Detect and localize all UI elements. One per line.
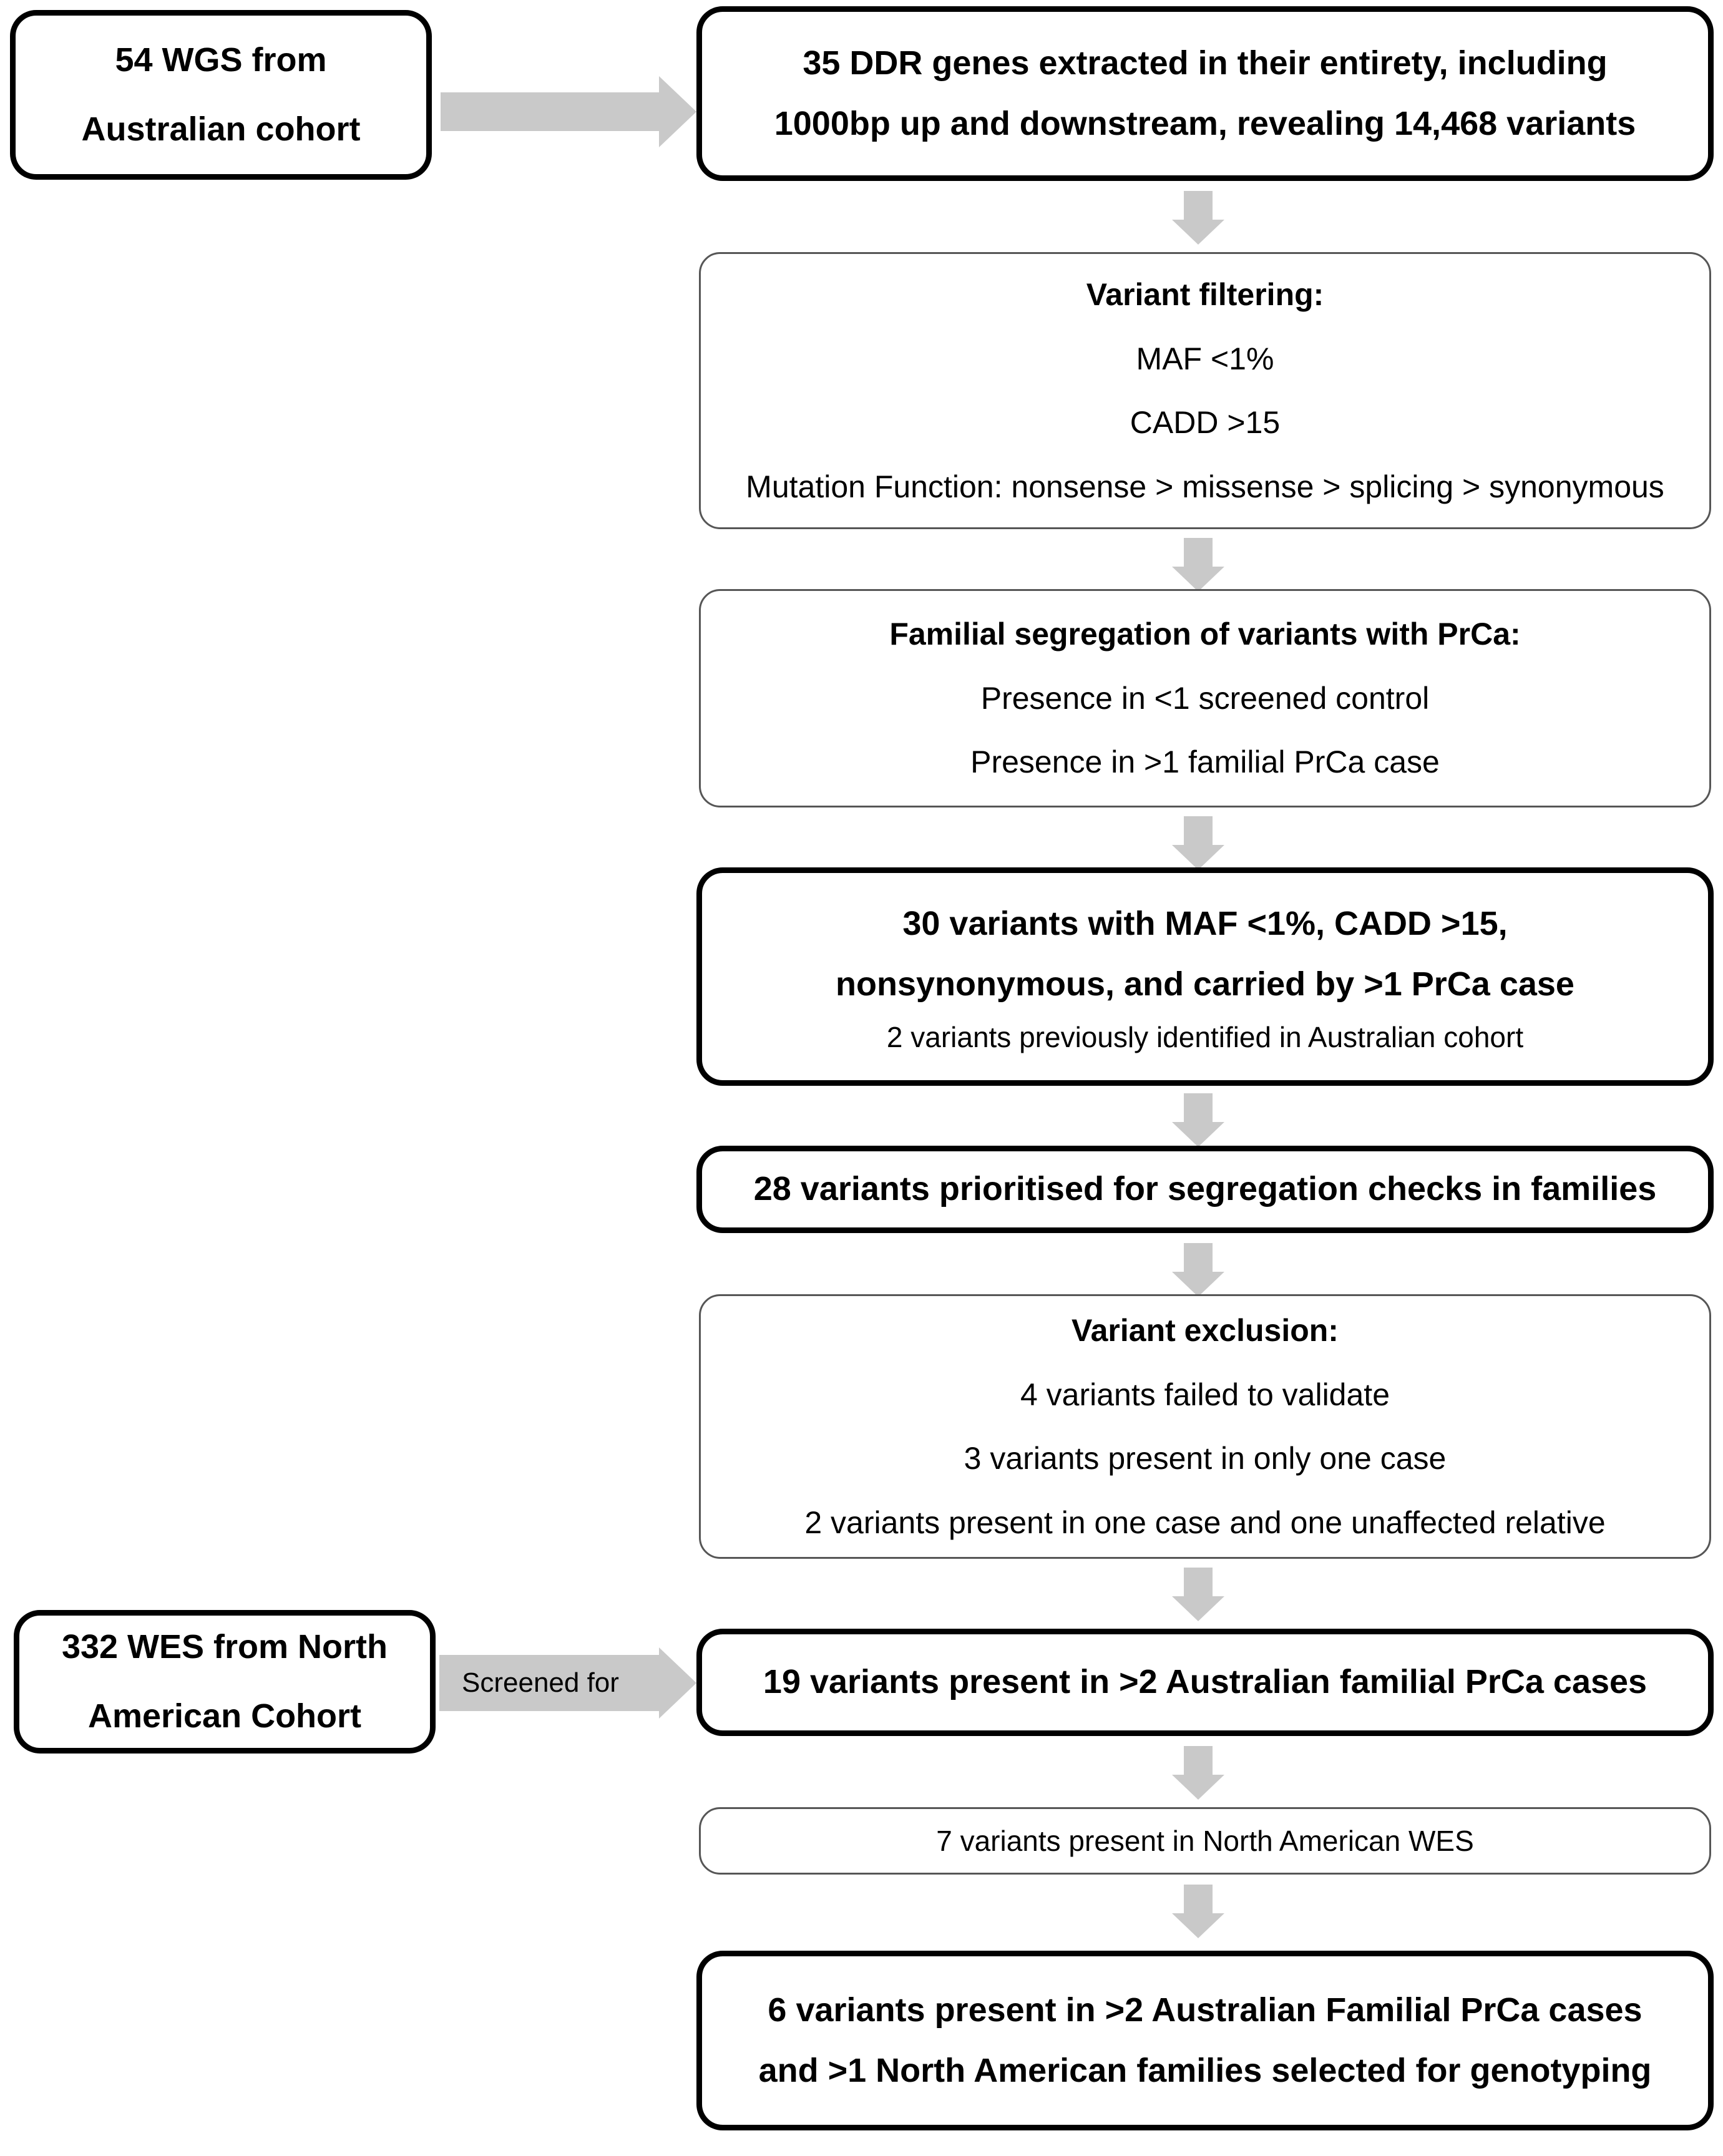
- node-variant-filtering-line-2: CADD >15: [1130, 405, 1281, 440]
- node-thirty-variants-line-2: nonsynonymous, and carried by >1 PrCa ca…: [836, 965, 1574, 1003]
- node-nineteen-variants: 19 variants present in >2 Australian fam…: [696, 1629, 1714, 1736]
- arrow-head: [659, 76, 696, 147]
- arrow-shaft: [1184, 191, 1213, 220]
- arrow-wes-to-nineteen: [439, 1647, 696, 1719]
- node-thirty-variants: 30 variants with MAF <1%, CADD >15, nons…: [696, 867, 1714, 1086]
- node-familial-segregation: Familial segregation of variants with Pr…: [699, 589, 1711, 807]
- arrow-head: [659, 1647, 696, 1719]
- arrow-shaft: [1184, 1885, 1213, 1913]
- node-variant-exclusion: Variant exclusion: 4 variants failed to …: [699, 1294, 1711, 1559]
- node-six-variants: 6 variants present in >2 Australian Fami…: [696, 1951, 1714, 2130]
- arrow-shaft: [1184, 1746, 1213, 1775]
- arrow-shaft: [1184, 816, 1213, 845]
- node-familial-segregation-line-2: Presence in >1 familial PrCa case: [970, 744, 1440, 780]
- node-variant-exclusion-line-2: 3 variants present in only one case: [964, 1441, 1447, 1476]
- node-twentyeight-variants: 28 variants prioritised for segregation …: [696, 1146, 1714, 1233]
- node-variant-filtering-line-3: Mutation Function: nonsense > missense >…: [746, 469, 1664, 504]
- node-variant-exclusion-line-1: 4 variants failed to validate: [1020, 1377, 1390, 1412]
- node-six-variants-line-2: and >1 North American families selected …: [758, 2052, 1652, 2089]
- node-ddr-genes-line-2: 1000bp up and downstream, revealing 14,4…: [774, 105, 1636, 142]
- arrow-head: [1172, 1122, 1224, 1147]
- node-variant-filtering-heading: Variant filtering:: [1086, 277, 1324, 312]
- arrow-shaft: [1184, 1568, 1213, 1596]
- node-familial-segregation-line-1: Presence in <1 screened control: [980, 680, 1430, 716]
- arrow-shaft: [441, 92, 659, 131]
- node-six-variants-line-1: 6 variants present in >2 Australian Fami…: [768, 1991, 1642, 2029]
- node-seven-variants-line-1: 7 variants present in North American WES: [936, 1824, 1474, 1857]
- node-twentyeight-variants-line-1: 28 variants prioritised for segregation …: [753, 1170, 1657, 1208]
- node-wes-cohort-line-2: American Cohort: [87, 1697, 362, 1735]
- node-wgs-cohort-line-2: Australian cohort: [81, 110, 361, 148]
- arrow-shaft: [1184, 538, 1213, 567]
- node-wgs-cohort: 54 WGS from Australian cohort: [10, 10, 432, 180]
- node-seven-variants: 7 variants present in North American WES: [699, 1807, 1711, 1875]
- node-wgs-cohort-line-1: 54 WGS from: [115, 41, 327, 79]
- arrow-wgs-to-ddr: [441, 76, 696, 147]
- node-ddr-genes: 35 DDR genes extracted in their entirety…: [696, 6, 1714, 181]
- arrow-head: [1172, 220, 1224, 245]
- node-thirty-variants-line-1: 30 variants with MAF <1%, CADD >15,: [902, 905, 1508, 943]
- node-variant-exclusion-line-3: 2 variants present in one case and one u…: [804, 1505, 1606, 1540]
- arrow-shaft: [1184, 1093, 1213, 1122]
- node-wes-cohort: 332 WES from North American Cohort: [14, 1610, 436, 1754]
- arrow-shaft: [439, 1655, 659, 1711]
- arrow-shaft: [1184, 1243, 1213, 1272]
- arrow-head: [1172, 1913, 1224, 1938]
- node-variant-exclusion-heading: Variant exclusion:: [1071, 1313, 1339, 1348]
- node-ddr-genes-line-1: 35 DDR genes extracted in their entirety…: [803, 44, 1608, 82]
- node-familial-segregation-heading: Familial segregation of variants with Pr…: [889, 617, 1521, 652]
- node-variant-filtering-line-1: MAF <1%: [1136, 341, 1274, 376]
- arrow-head: [1172, 1596, 1224, 1621]
- node-nineteen-variants-line-1: 19 variants present in >2 Australian fam…: [763, 1663, 1647, 1701]
- node-wes-cohort-line-1: 332 WES from North: [61, 1628, 388, 1666]
- node-variant-filtering: Variant filtering: MAF <1% CADD >15 Muta…: [699, 252, 1711, 529]
- arrow-label-screened-for: Screened for: [462, 1667, 619, 1698]
- node-thirty-variants-subnote: 2 variants previously identified in Aust…: [886, 1020, 1524, 1053]
- arrow-head: [1172, 1775, 1224, 1800]
- arrow-head: [1172, 845, 1224, 870]
- arrow-head: [1172, 1272, 1224, 1297]
- arrow-head: [1172, 567, 1224, 592]
